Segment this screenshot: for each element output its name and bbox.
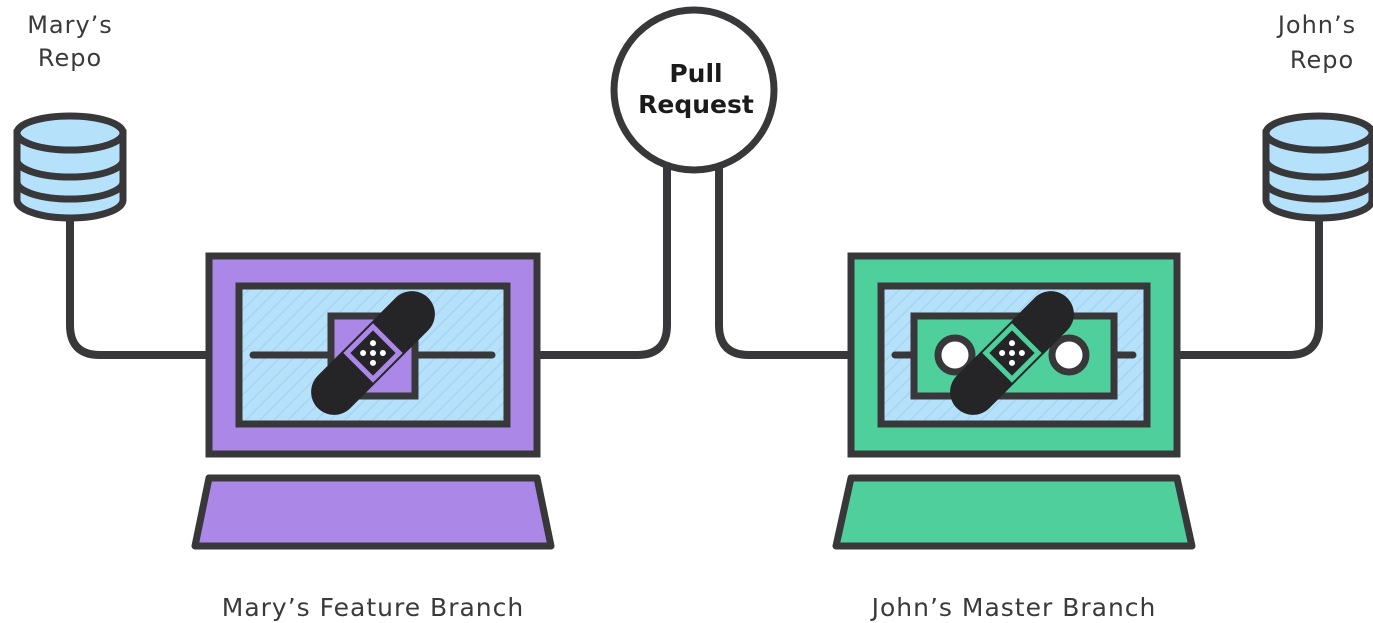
pull-request-line2: Request xyxy=(638,90,754,119)
john-branch-label: John’s Master Branch xyxy=(870,593,1157,622)
john-laptop-icon xyxy=(832,252,1196,550)
john-repo-label-line1: John’s xyxy=(1276,11,1356,39)
mary-bandage-icon xyxy=(311,291,435,415)
john-repo-database-icon xyxy=(1262,112,1373,222)
mary-laptop-icon xyxy=(191,252,555,550)
mary-repo-label-line1: Mary’s xyxy=(27,11,113,39)
john-bandage-icon xyxy=(950,291,1074,415)
mary-repo-label-line2: Repo xyxy=(38,44,102,72)
pull-request-line1: Pull xyxy=(669,59,722,88)
connector-lines xyxy=(66,164,1323,359)
mary-branch-label: Mary’s Feature Branch xyxy=(222,593,524,622)
mary-repo-database-icon xyxy=(13,112,127,222)
john-repo-label-line2: Repo xyxy=(1290,46,1354,74)
pull-request-circle xyxy=(610,6,778,174)
